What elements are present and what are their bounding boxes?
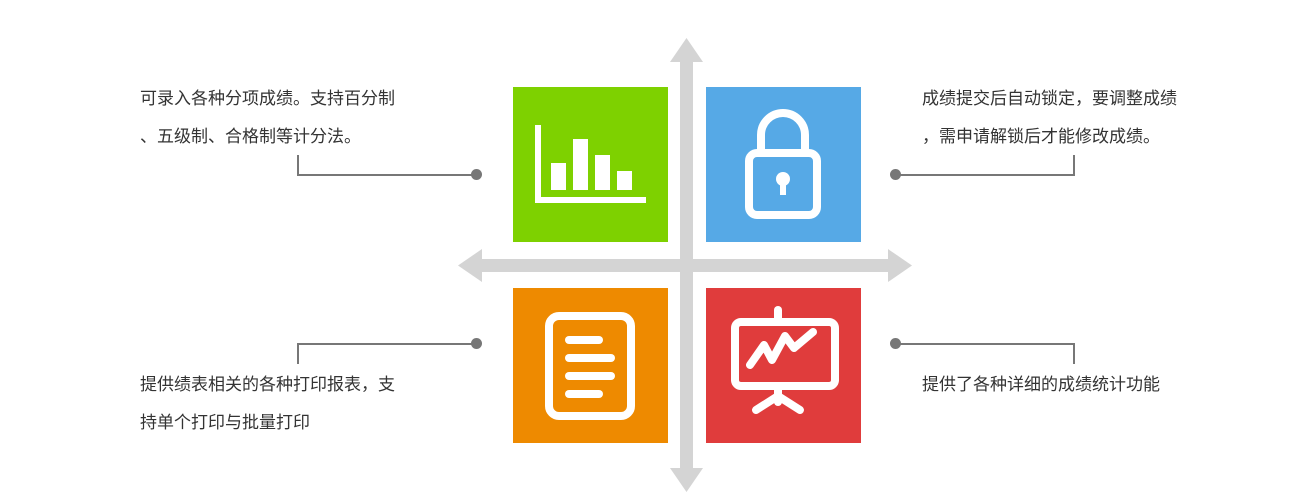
- presentation-chart-icon: [731, 306, 839, 414]
- text-line: 、五级制、合格制等计分法。: [140, 127, 361, 147]
- text-line: 持单个打印与批量打印: [140, 413, 310, 433]
- arrow-right-icon: [888, 249, 912, 282]
- arrow-left-icon: [458, 249, 482, 282]
- connector-line: [297, 343, 475, 345]
- connector-line: [896, 174, 1075, 176]
- text-line: 成绩提交后自动锁定，要调整成绩: [922, 89, 1177, 109]
- text-line: ，需申请解锁后才能修改成绩。: [922, 127, 1160, 147]
- connector-line: [896, 343, 1075, 345]
- arrow-down-icon: [670, 468, 703, 492]
- connector-line: [297, 155, 299, 176]
- tile-grade-entry: [513, 87, 668, 242]
- document-icon: [545, 312, 635, 420]
- text-line: 提供了各种详细的成绩统计功能: [922, 375, 1160, 395]
- text-line: 可录入各种分项成绩。支持百分制: [140, 89, 395, 109]
- connector-dot: [890, 338, 901, 349]
- padlock-icon: [745, 109, 821, 219]
- arrow-up-icon: [670, 38, 703, 62]
- tile-print-reports: [513, 288, 668, 443]
- grade-lock-description: 成绩提交后自动锁定，要调整成绩 ，需申请解锁后才能修改成绩。: [922, 80, 1177, 156]
- connector-dot: [471, 338, 482, 349]
- horizontal-axis: [480, 259, 890, 272]
- statistics-description: 提供了各种详细的成绩统计功能: [922, 366, 1160, 404]
- tile-grade-lock: [706, 87, 861, 242]
- connector-line: [1073, 343, 1075, 364]
- connector-dot: [890, 169, 901, 180]
- print-reports-description: 提供绩表相关的各种打印报表，支 持单个打印与批量打印: [140, 366, 395, 442]
- connector-dot: [471, 169, 482, 180]
- bar-chart-icon: [535, 125, 646, 203]
- connector-line: [297, 343, 299, 364]
- text-line: 提供绩表相关的各种打印报表，支: [140, 375, 395, 395]
- grade-entry-description: 可录入各种分项成绩。支持百分制 、五级制、合格制等计分法。: [140, 80, 395, 156]
- tile-statistics: [706, 288, 861, 443]
- connector-line: [1073, 155, 1075, 176]
- connector-line: [297, 174, 475, 176]
